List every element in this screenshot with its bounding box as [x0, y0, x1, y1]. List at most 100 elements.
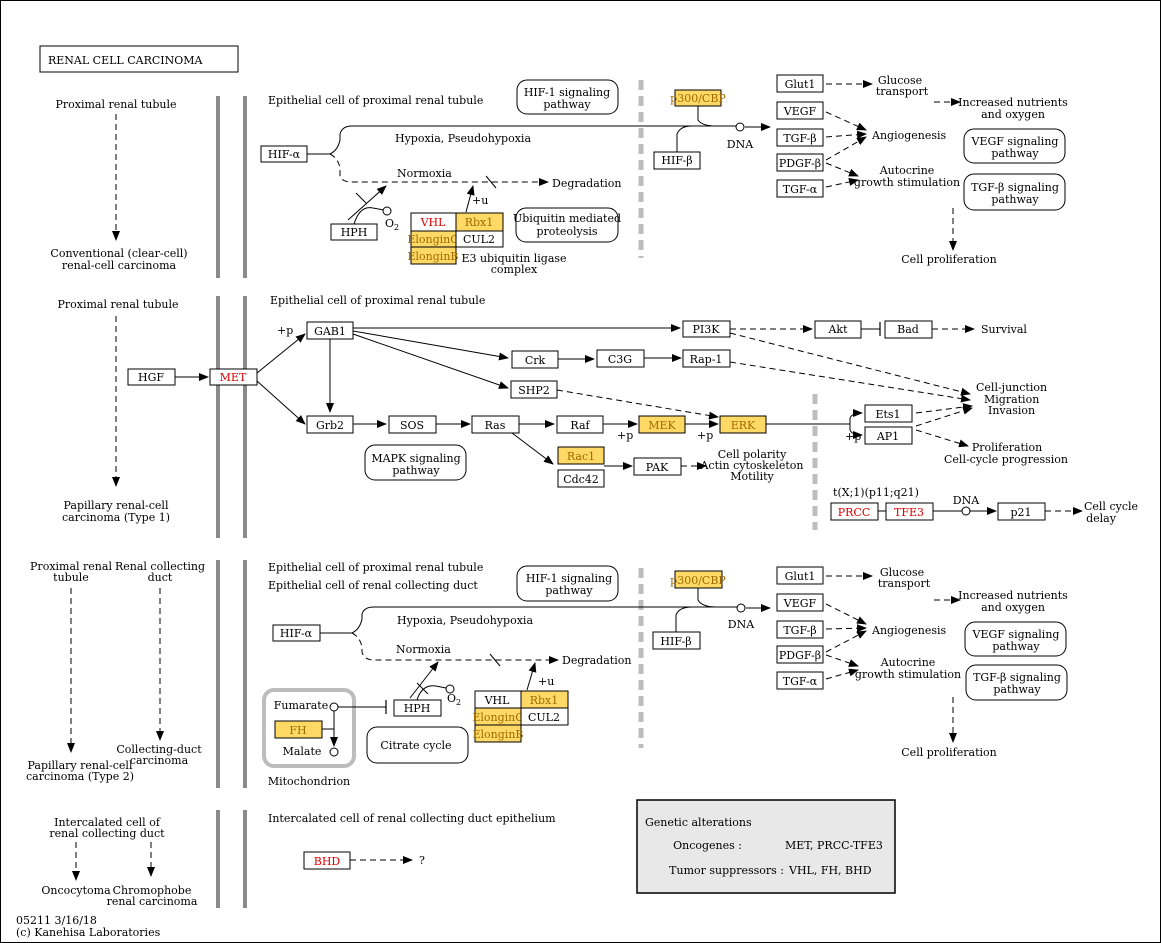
p2-ap1-node[interactable]: AP1: [864, 426, 913, 445]
p1-tgfb-node[interactable]: [776, 128, 824, 147]
p3-hif1-path-line2: pathway: [545, 584, 593, 597]
p3-elonginb-node[interactable]: [474, 724, 522, 743]
p4-bhd-node[interactable]: BHD: [303, 851, 351, 870]
p1-tgfbp2: pathway: [991, 193, 1039, 206]
p1-hif1-pathway-map[interactable]: HIF-1 signaling pathway: [516, 79, 619, 115]
p3-citrate-pathway-map[interactable]: Citrate cycle: [366, 726, 469, 764]
p3-autocrine1: Autocrine: [880, 656, 936, 669]
p2-pak-node[interactable]: PAK: [633, 457, 682, 476]
p2-shp2-node[interactable]: SHP2: [510, 380, 558, 399]
p2-gab1-label: GAB1: [314, 325, 346, 338]
p2-ap1-label: AP1: [876, 430, 899, 443]
left-p4-top1: Intercalated cell of: [54, 816, 161, 829]
p1-elonginb-node[interactable]: [410, 246, 457, 265]
p1-targets: Glut1 VEGF TGF-β PDGF-β TGF-α: [776, 74, 824, 198]
p2-plus-p-erk: +p: [697, 429, 713, 442]
p2-ets1-node[interactable]: Ets1: [864, 404, 913, 423]
p2-hgf-node[interactable]: HGF: [127, 368, 176, 386]
p3-tgfbp1: TGF-β signaling: [973, 671, 1061, 684]
p2-rap1-label: Rap-1: [690, 353, 723, 366]
p3-tgfb-pathway-map[interactable]: TGF-β signaling pathway: [965, 664, 1068, 701]
panel-2: Epithelial cell of proximal renal tubule…: [127, 294, 1138, 525]
p3-tgfa-node[interactable]: [776, 671, 824, 690]
p3-cul2-node[interactable]: [520, 707, 569, 726]
p1-ubiquitin-pathway-map[interactable]: Ubiquitin mediated proteolysis: [513, 207, 621, 243]
p2-erk-node[interactable]: ERK: [719, 415, 767, 434]
p3-elonginb-label: ElonginB: [473, 728, 524, 741]
p1-pdgfb-label: PDGF-β: [779, 157, 821, 170]
p2-bad-node[interactable]: Bad: [884, 320, 933, 339]
footer-copyright: (c) Kanehisa Laboratories: [16, 926, 161, 939]
p3-vegf-node[interactable]: [776, 593, 824, 612]
p1-elonginb-label: ElonginB: [408, 250, 459, 263]
p2-crk-node[interactable]: Crk: [511, 350, 559, 369]
p3-hif-beta-node[interactable]: HIF-β: [652, 631, 701, 650]
p2-crk-label: Crk: [525, 354, 546, 367]
p2-akt-node[interactable]: Akt: [814, 320, 862, 339]
p1-cul2-node[interactable]: [455, 230, 504, 248]
p3-cell-proliferation: Cell proliferation: [901, 746, 996, 759]
p1-increased1: Increased nutrients: [958, 96, 1068, 109]
p2-c3g-label: C3G: [608, 353, 632, 366]
p2-grb2-node[interactable]: Grb2: [306, 415, 354, 434]
legend-onc-label: Oncogenes :: [673, 839, 742, 852]
p1-tgfa-node[interactable]: [776, 179, 824, 198]
left-p3a-bot1: Papillary renal-cell: [28, 759, 133, 772]
panel-1: Epithelial cell of proximal renal tubule…: [260, 74, 1068, 276]
page-title: RENAL CELL CARCINOMA: [48, 54, 204, 67]
p2-cell-junction: Cell-junction: [976, 381, 1047, 394]
p2-mek-node[interactable]: MEK: [638, 415, 686, 434]
p1-vegf-node[interactable]: [776, 101, 824, 120]
p1-pdgfb-node[interactable]: [776, 153, 824, 172]
p1-hph-label: HPH: [341, 226, 368, 239]
left-p2-top: Proximal renal tubule: [57, 298, 178, 311]
p3-vegf-pathway-map[interactable]: VEGF signaling pathway: [964, 621, 1067, 657]
p1-tgfa-label: TGF-α: [783, 183, 818, 196]
p3-hypoxia: Hypoxia, Pseudohypoxia: [397, 614, 533, 627]
p3-p300-node[interactable]: p300/CBP: [670, 570, 726, 589]
p2-met-node[interactable]: MET: [209, 368, 258, 386]
p2-rap1-node[interactable]: Rap-1: [682, 349, 731, 368]
left-p2-bot2: carcinoma (Type 1): [62, 511, 170, 524]
p2-tfe3-node[interactable]: TFE3: [885, 502, 934, 521]
p2-p21-node[interactable]: p21: [997, 502, 1046, 521]
p2-ras-node[interactable]: Ras: [471, 415, 520, 434]
p3-hph-node[interactable]: HPH: [393, 699, 442, 717]
p2-cdc42-node[interactable]: Cdc42: [557, 469, 605, 488]
p3-glut1-node[interactable]: [776, 566, 824, 585]
p2-c3g-node[interactable]: C3G: [596, 349, 645, 368]
p2-grb2-label: Grb2: [316, 419, 344, 432]
p2-header: Epithelial cell of proximal renal tubule: [270, 294, 485, 307]
p3-header1: Epithelial cell of proximal renal tubule: [268, 561, 483, 574]
p2-sos-node[interactable]: SOS: [388, 415, 437, 434]
p1-hif-beta-node[interactable]: HIF-β: [653, 151, 701, 170]
p4-question: ?: [419, 854, 425, 867]
p2-pi3k-node[interactable]: PI3K: [682, 320, 731, 338]
p1-hph-node[interactable]: HPH: [330, 223, 378, 241]
p3-hif1-pathway-map[interactable]: HIF-1 signaling pathway: [516, 565, 619, 602]
p1-tgfb-pathway-map[interactable]: TGF-β signaling pathway: [963, 173, 1066, 211]
legend-genetic-alterations: Genetic alterations Oncogenes : MET, PRC…: [636, 799, 896, 894]
p2-hgf-label: HGF: [138, 371, 164, 384]
p3-dna: DNA: [728, 618, 755, 631]
left-p1-bot2: renal-cell carcinoma: [62, 259, 177, 272]
p2-mapk-pathway-map[interactable]: MAPK signaling pathway: [364, 444, 467, 481]
p2-raf-node[interactable]: Raf: [556, 415, 604, 434]
p1-hif-alpha-node[interactable]: HIF-α: [260, 145, 308, 163]
p3-hif-alpha-node[interactable]: HIF-α: [272, 624, 321, 642]
p1-glut1-node[interactable]: [776, 74, 824, 93]
p2-prcc-node[interactable]: PRCC: [830, 502, 879, 521]
p3-mito-label: Mitochondrion: [268, 775, 350, 788]
p2-p21-label: p21: [1010, 506, 1031, 519]
p3-pdgfb-node[interactable]: [776, 645, 824, 664]
p2-rac1-node[interactable]: Rac1: [557, 446, 605, 465]
p1-vhl-label: VHL: [420, 216, 447, 229]
p1-vegf-label: VEGF: [783, 105, 817, 118]
p1-elonginc-label: ElonginC: [407, 233, 458, 246]
p2-gab1-node[interactable]: GAB1: [306, 321, 354, 340]
p1-p300-node[interactable]: p300/CBP: [670, 89, 726, 107]
p1-autocrine1: Autocrine: [879, 164, 935, 177]
p1-vegf-pathway-map[interactable]: VEGF signaling pathway: [963, 128, 1066, 164]
p3-tgfb-node[interactable]: [776, 620, 824, 639]
